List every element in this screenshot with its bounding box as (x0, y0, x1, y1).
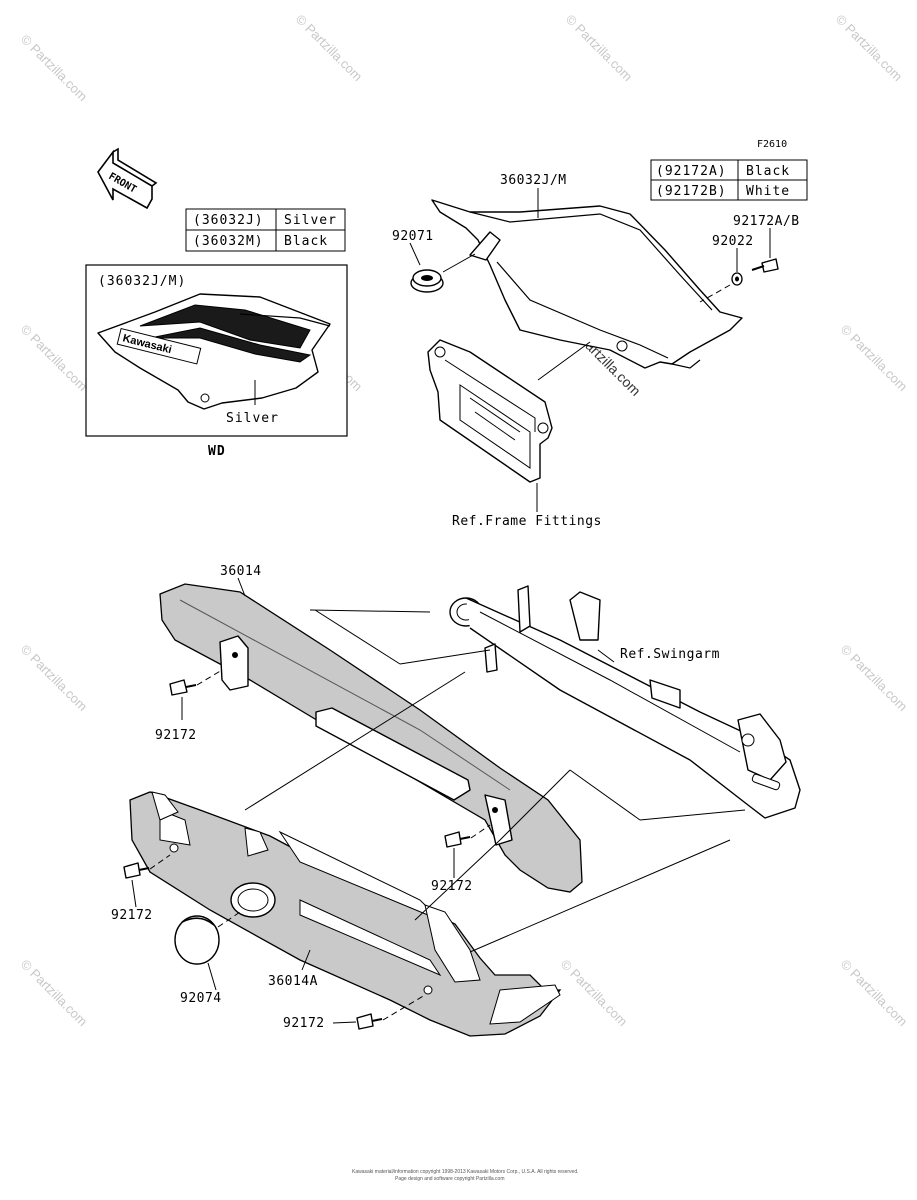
watermark: © Partzilla.com (18, 957, 91, 1030)
watermark: © Partzilla.com (18, 642, 91, 715)
inset-side-cover-detail: (36032J/M) Kawasaki Silver WD (85, 264, 348, 459)
upper-leader-lines (409, 188, 771, 272)
swingarm-reference (449, 585, 801, 819)
leader-lines (131, 577, 746, 1024)
watermark: © Partzilla.com (563, 12, 636, 85)
front-arrow-icon: FRONT (97, 147, 158, 210)
watermark: © Partzilla.com (558, 957, 631, 1030)
table-cell: White (746, 184, 790, 199)
watermark: © Partzilla.com (838, 642, 911, 715)
callout-92172: 92172 (283, 1016, 325, 1031)
table-cell: Silver (284, 213, 337, 228)
table-cell: (36032M) (193, 234, 264, 249)
callout-ref-frame-fittings: Ref.Frame Fittings (452, 514, 602, 529)
color-table-36032: (36032J) Silver (36032M) Black (185, 208, 346, 252)
watermark: © Partzilla.com (18, 32, 91, 105)
watermark: © Partzilla.com (293, 12, 366, 85)
callout-36014a: 36014A (268, 974, 318, 989)
color-table-92172: (92172A) Black (92172B) White (650, 159, 808, 201)
cap-92074 (174, 915, 220, 965)
callout-92071: 92071 (392, 229, 434, 244)
callout-36014: 36014 (220, 564, 262, 579)
chain-cover-36014a (129, 791, 562, 1037)
washer-92022 (731, 272, 743, 286)
figure-code: F2610 (757, 139, 787, 150)
bolt-92172 (123, 862, 150, 879)
footer-software-copyright: Page design and software copyright Partz… (395, 1176, 505, 1182)
watermark: © Partzilla.com (838, 322, 911, 395)
table-cell: (92172A) (656, 164, 727, 179)
bolt-92172 (169, 679, 197, 696)
side-cover-36032jm (431, 199, 743, 369)
inset-color-label: Silver (226, 411, 279, 426)
bolt-92172 (356, 1013, 383, 1030)
watermark: © Partzilla.com (838, 957, 911, 1030)
inset-title: (36032J/M) (98, 274, 186, 289)
table-cell: Black (746, 164, 790, 179)
callout-92172: 92172 (155, 728, 197, 743)
bolt-92172ab (751, 258, 779, 273)
table-cell: (36032J) (193, 213, 264, 228)
callout-92172: 92172 (111, 908, 153, 923)
table-cell: Black (284, 234, 328, 249)
callout-36032jm: 36032J/M (500, 173, 567, 188)
callout-92074: 92074 (180, 991, 222, 1006)
callout-92172: 92172 (431, 879, 473, 894)
callout-92172ab: 92172A/B (733, 214, 800, 229)
inset-caption: WD (208, 444, 226, 459)
footer-copyright: Kawasaki material/information copyright … (352, 1169, 579, 1175)
table-cell: (92172B) (656, 184, 727, 199)
frame-fitting-bracket (427, 339, 553, 483)
watermark: © Partzilla.com (18, 322, 91, 395)
watermark: © Partzilla.com (833, 12, 906, 85)
callout-ref-swingarm: Ref.Swingarm (620, 647, 720, 662)
grommet-92071 (410, 269, 444, 293)
chain-cover-36014 (159, 583, 583, 893)
bolt-92172 (444, 831, 471, 848)
callout-92022: 92022 (712, 234, 754, 249)
